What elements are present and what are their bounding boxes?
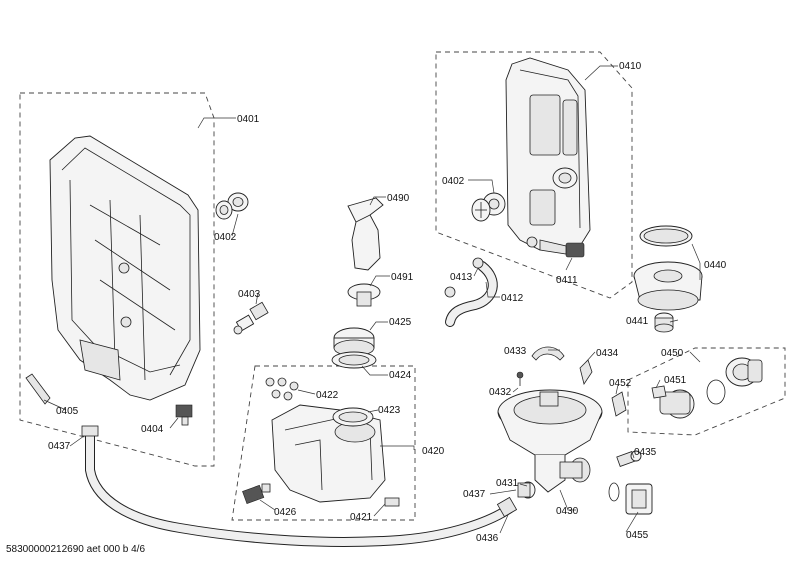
label-0405: 0405 [56, 406, 79, 417]
group-outline-0401 [19, 92, 215, 467]
label-0436: 0436 [476, 533, 499, 544]
label-0440: 0440 [704, 260, 727, 271]
label-0491: 0491 [391, 272, 414, 283]
document-id: 58300000212690 aet 000 b 4/6 [6, 544, 145, 555]
label-0432: 0432 [489, 387, 512, 398]
label-0403: 0403 [238, 289, 261, 300]
label-0426: 0426 [274, 507, 297, 518]
seal-0433 [531, 346, 565, 361]
label-0412: 0412 [501, 293, 524, 304]
label-0421: 0421 [350, 512, 373, 523]
seal-ring-0402-left [215, 192, 249, 220]
seal-ring-0402-right [471, 192, 506, 222]
seal-0451 [651, 385, 667, 399]
seal-ring-0440 [639, 225, 693, 247]
label-0434: 0434 [596, 348, 619, 359]
part-labels: 0401 0402 0403 0404 0405 0410 0402 0411 … [48, 61, 727, 544]
clip-0434 [579, 359, 593, 385]
label-0441: 0441 [626, 316, 649, 327]
group-outline-0450 [627, 347, 786, 436]
label-0437-right: 0437 [463, 489, 486, 500]
label-0452: 0452 [609, 378, 632, 389]
valve-0403 [233, 301, 269, 335]
leader-lines [43, 65, 701, 534]
label-0402-left: 0402 [214, 232, 237, 243]
hose-0412 [445, 261, 498, 327]
impeller-0441 [654, 312, 674, 333]
label-0425: 0425 [389, 317, 412, 328]
label-0451: 0451 [664, 375, 687, 386]
fill-spout-0490 [347, 197, 384, 271]
adapter-0431 [517, 481, 536, 499]
label-0455: 0455 [626, 530, 649, 541]
seal-ring-0423 [332, 407, 374, 427]
circulation-pump-0450 [659, 357, 763, 419]
clamp-0413 [444, 257, 484, 298]
label-0423: 0423 [378, 405, 401, 416]
cap-0425 [333, 327, 375, 357]
sensor-0404 [175, 404, 193, 426]
label-0435: 0435 [634, 447, 657, 458]
sump-frame-0401 [49, 135, 201, 401]
label-0420: 0420 [422, 446, 445, 457]
softener-cover-0410 [505, 57, 591, 251]
label-0437-left: 0437 [48, 441, 71, 452]
label-0410: 0410 [619, 61, 642, 72]
label-0411: 0411 [556, 275, 578, 286]
sensor-0426 [242, 483, 271, 505]
bracket-0452 [611, 391, 627, 417]
seal-ring-0424 [331, 351, 377, 369]
screw-0432 [516, 371, 524, 386]
seal-set-0422 [265, 377, 299, 401]
label-0433: 0433 [504, 346, 527, 357]
heat-pump-0440 [633, 261, 703, 311]
label-0430: 0430 [556, 506, 579, 517]
cap-0491 [347, 283, 381, 307]
label-0404: 0404 [141, 424, 164, 435]
clip-0405 [25, 373, 51, 405]
pump-0455 [608, 482, 653, 515]
pump-sump-0430 [497, 389, 603, 493]
clip-0421 [384, 497, 400, 507]
label-0450: 0450 [661, 348, 684, 359]
label-0424: 0424 [389, 370, 412, 381]
label-0490: 0490 [387, 193, 410, 204]
group-outline-0410 [435, 51, 633, 299]
label-0422: 0422 [316, 390, 339, 401]
drain-hose-0437 [81, 425, 518, 547]
label-0401: 0401 [237, 114, 260, 125]
label-0431: 0431 [496, 478, 519, 489]
label-0413: 0413 [450, 272, 473, 283]
valve-0411 [526, 236, 585, 258]
label-0402-right: 0402 [442, 176, 465, 187]
salt-container-0420 [271, 404, 386, 503]
